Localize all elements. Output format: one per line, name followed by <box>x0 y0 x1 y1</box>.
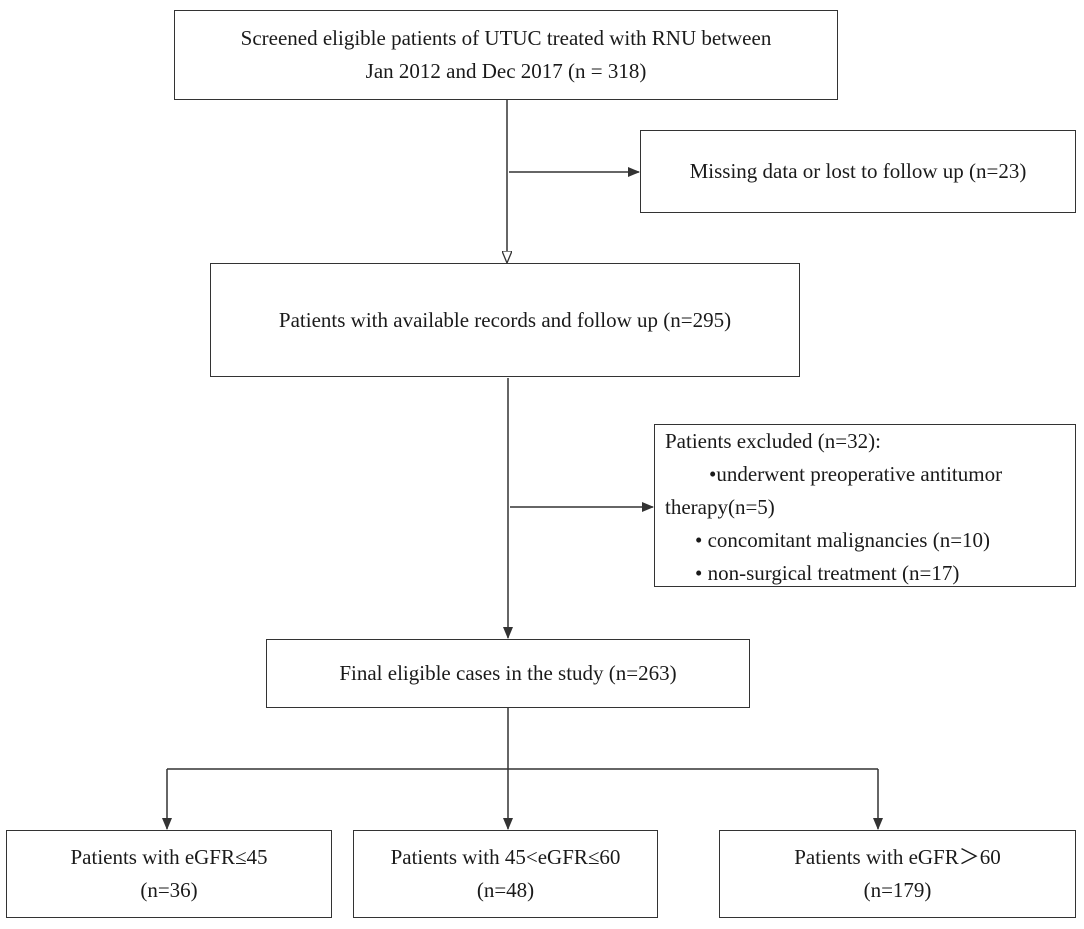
group-box-egfr-le-45: Patients with eGFR≤45 (n=36) <box>6 830 332 918</box>
group-2-count: (n=48) <box>476 878 535 902</box>
final-box: Final eligible cases in the study (n=263… <box>266 639 750 708</box>
group-box-egfr-45-60: Patients with 45<eGFR≤60 (n=48) <box>353 830 658 918</box>
excluded-box: Patients excluded (n=32): •underwent pre… <box>654 424 1076 587</box>
available-text: Patients with available records and foll… <box>278 307 732 332</box>
missing-text: Missing data or lost to follow up (n=23) <box>689 159 1027 183</box>
excluded-item-1-line2: therapy(n=5) <box>665 495 775 519</box>
screened-text-line2: Jan 2012 and Dec 2017 (n = 318) <box>365 59 647 83</box>
final-text: Final eligible cases in the study (n=263… <box>339 661 677 685</box>
missing-box: Missing data or lost to follow up (n=23) <box>640 130 1076 213</box>
group-3-count: (n=179) <box>863 878 932 902</box>
group-3-label: Patients with eGFR＞60 <box>794 845 1001 869</box>
available-box: Patients with available records and foll… <box>210 263 800 377</box>
excluded-item-3: • non-surgical treatment (n=17) <box>695 561 960 585</box>
excluded-item-2: • concomitant malignancies (n=10) <box>695 528 991 552</box>
group-box-egfr-gt-60: Patients with eGFR＞60 (n=179) <box>719 830 1076 918</box>
group-2-label: Patients with 45<eGFR≤60 <box>390 845 621 869</box>
screened-text-line1: Screened eligible patients of UTUC treat… <box>240 26 772 50</box>
excluded-item-1-line1: •underwent preoperative antitumor <box>709 462 1003 486</box>
excluded-header: Patients excluded (n=32): <box>665 429 881 453</box>
group-1-label: Patients with eGFR≤45 <box>70 845 268 869</box>
screened-box: Screened eligible patients of UTUC treat… <box>174 10 838 100</box>
group-1-count: (n=36) <box>140 878 198 902</box>
